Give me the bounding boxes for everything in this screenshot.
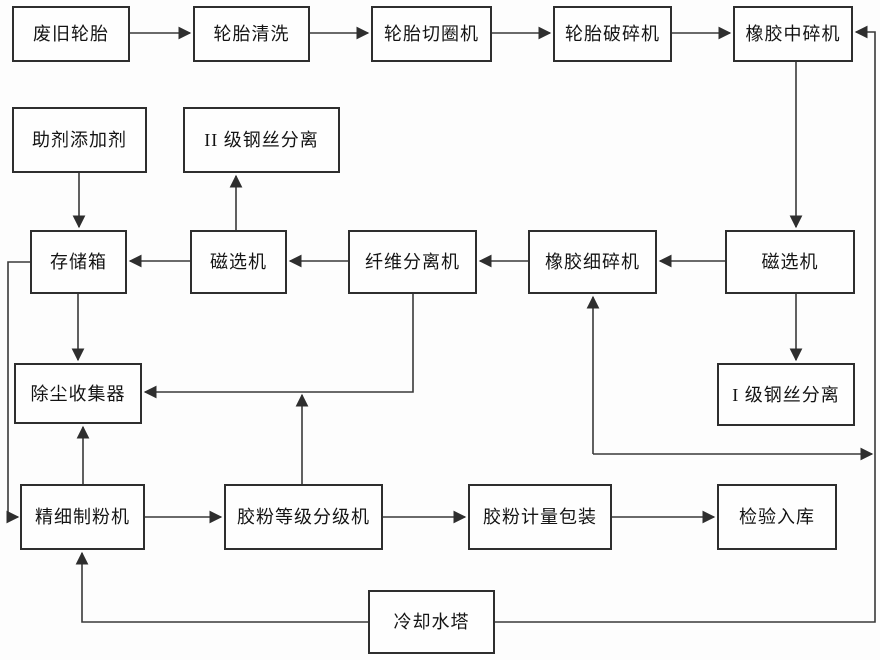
edge-fiberseparator-to-dustcollector: [143, 294, 414, 399]
node-storage-box: 存储箱: [30, 230, 127, 294]
node-additive: 助剂添加剂: [12, 107, 147, 173]
node-tire-crusher: 轮胎破碎机: [553, 6, 672, 62]
edge-storage-to-finemill: [6, 261, 30, 524]
node-inspection: 检验入库: [717, 484, 837, 550]
node-packaging: 胶粉计量包装: [468, 484, 612, 550]
node-fiber-separator: 纤维分离机: [348, 230, 477, 294]
node-dust-collector: 除尘收集器: [14, 363, 142, 424]
node-wire-sep-2: II 级钢丝分离: [183, 107, 340, 173]
edge-coolingtower-to-finemill: [75, 551, 368, 623]
node-medium-crusher: 橡胶中碎机: [733, 6, 853, 62]
node-cooling-tower: 冷却水塔: [368, 590, 495, 654]
node-waste-tire: 废旧轮胎: [12, 6, 130, 62]
node-tire-washing: 轮胎清洗: [193, 6, 310, 62]
node-bead-cutting: 轮胎切圈机: [371, 6, 492, 62]
node-fine-mill: 精细制粉机: [20, 484, 145, 550]
node-magnetic-mid: 磁选机: [190, 230, 287, 294]
edge-coolingtower-to-mediumcrusher: [495, 25, 876, 623]
node-fine-crusher: 橡胶细碎机: [528, 230, 657, 294]
node-magnetic-right: 磁选机: [725, 230, 855, 294]
node-wire-sep-1: I 级钢丝分离: [717, 363, 855, 426]
node-classifier: 胶粉等级分级机: [224, 484, 383, 550]
